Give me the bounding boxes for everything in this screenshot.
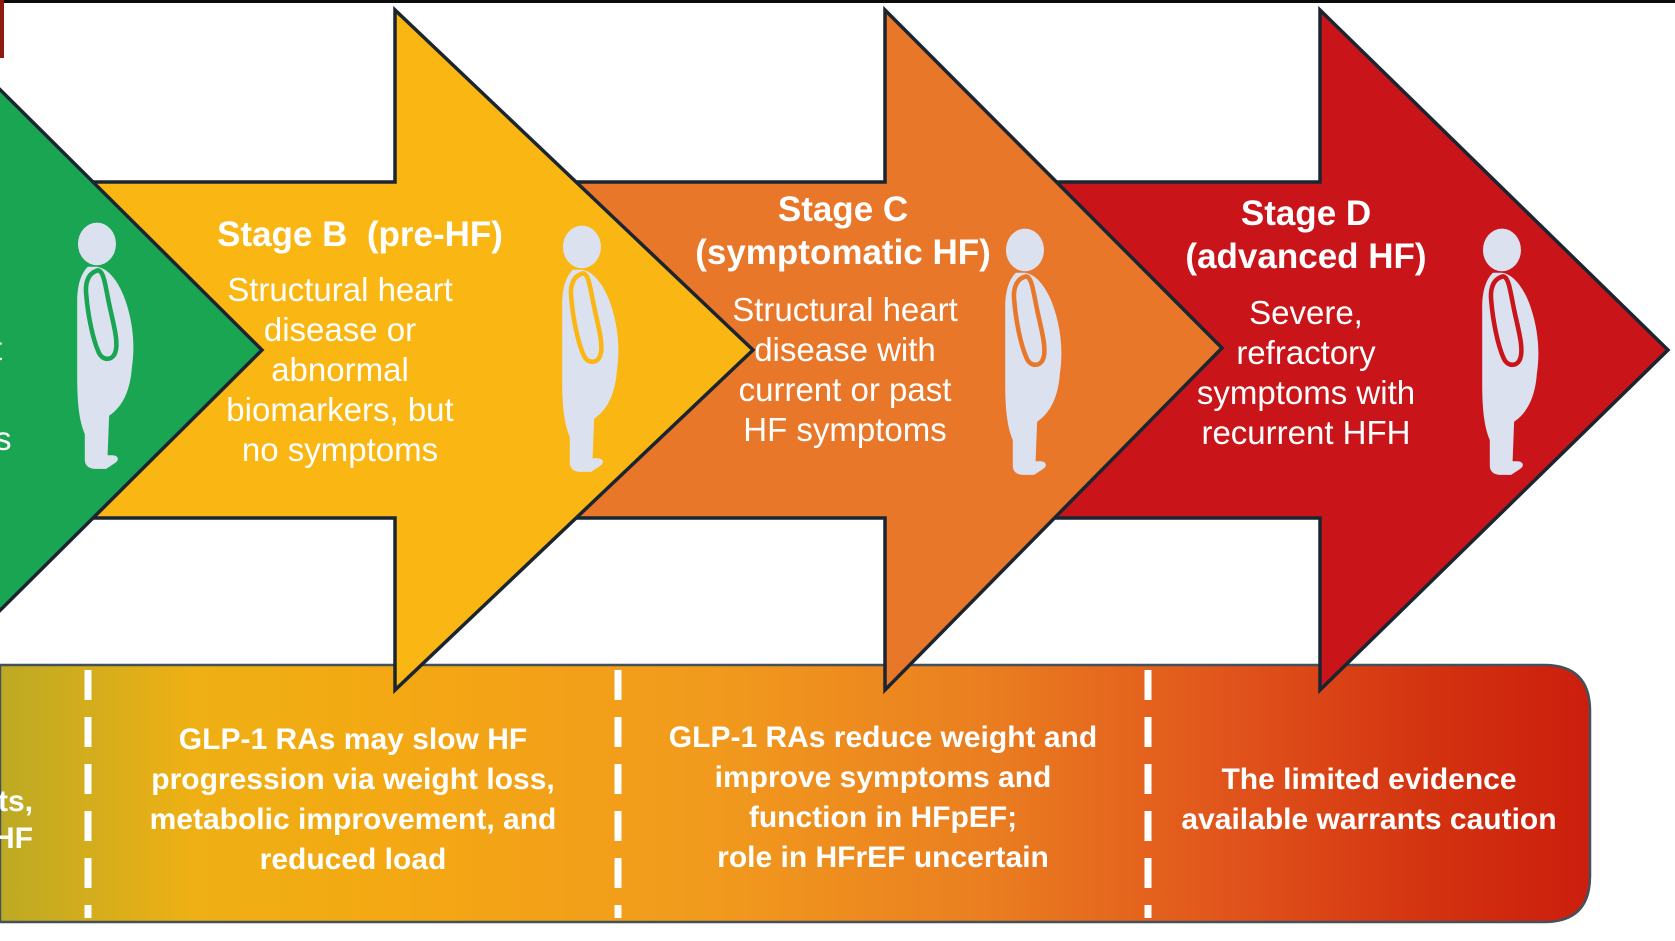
bar-section-d-text: The limited evidence available warrants … (1181, 763, 1557, 836)
stage-b-title: Stage B (pre-HF) (217, 215, 503, 254)
bar-section-a-fragment: ts, HF (0, 785, 33, 855)
stage-d-title: Stage D (advanced HF) (1185, 194, 1427, 276)
bar-section-b-text: GLP-1 RAs may slow HF progression via we… (149, 723, 557, 876)
stage-c-title: Stage C (symptomatic HF) (695, 190, 991, 272)
person-head (77, 222, 116, 266)
person-icon-stage-c (1005, 228, 1062, 475)
person-head (1482, 228, 1521, 272)
stage-c-description: Structural heart disease with current or… (732, 291, 958, 448)
stage-a-text-fragment-2: s (0, 420, 12, 457)
person-icon-stage-b (562, 225, 619, 472)
stage-b-description: Structural heart disease or abnormal bio… (226, 271, 454, 468)
top-border-strip (0, 0, 1675, 3)
stage-d-description: Severe, refractory symptoms with recurre… (1196, 294, 1416, 451)
left-edge-crop-sliver (0, 0, 4, 58)
bar-section-c-text: GLP-1 RAs reduce weight and improve symp… (668, 721, 1098, 874)
evidence-gradient-bar (0, 663, 1592, 924)
person-head (1005, 228, 1044, 272)
person-icon-stage-a (77, 222, 134, 469)
person-icon-stage-d (1482, 228, 1539, 475)
heart-outline-icon (83, 268, 119, 362)
stage-a-text-fragment-1: t (0, 329, 23, 369)
heart-outline-icon (568, 271, 604, 365)
person-head (562, 225, 601, 269)
stage-b-arrow (38, 5, 756, 695)
heart-outline-icon (1488, 274, 1524, 368)
heart-outline-icon (1011, 274, 1047, 368)
stage-d-arrow (1028, 5, 1671, 695)
stage-c-arrow (558, 5, 1225, 695)
